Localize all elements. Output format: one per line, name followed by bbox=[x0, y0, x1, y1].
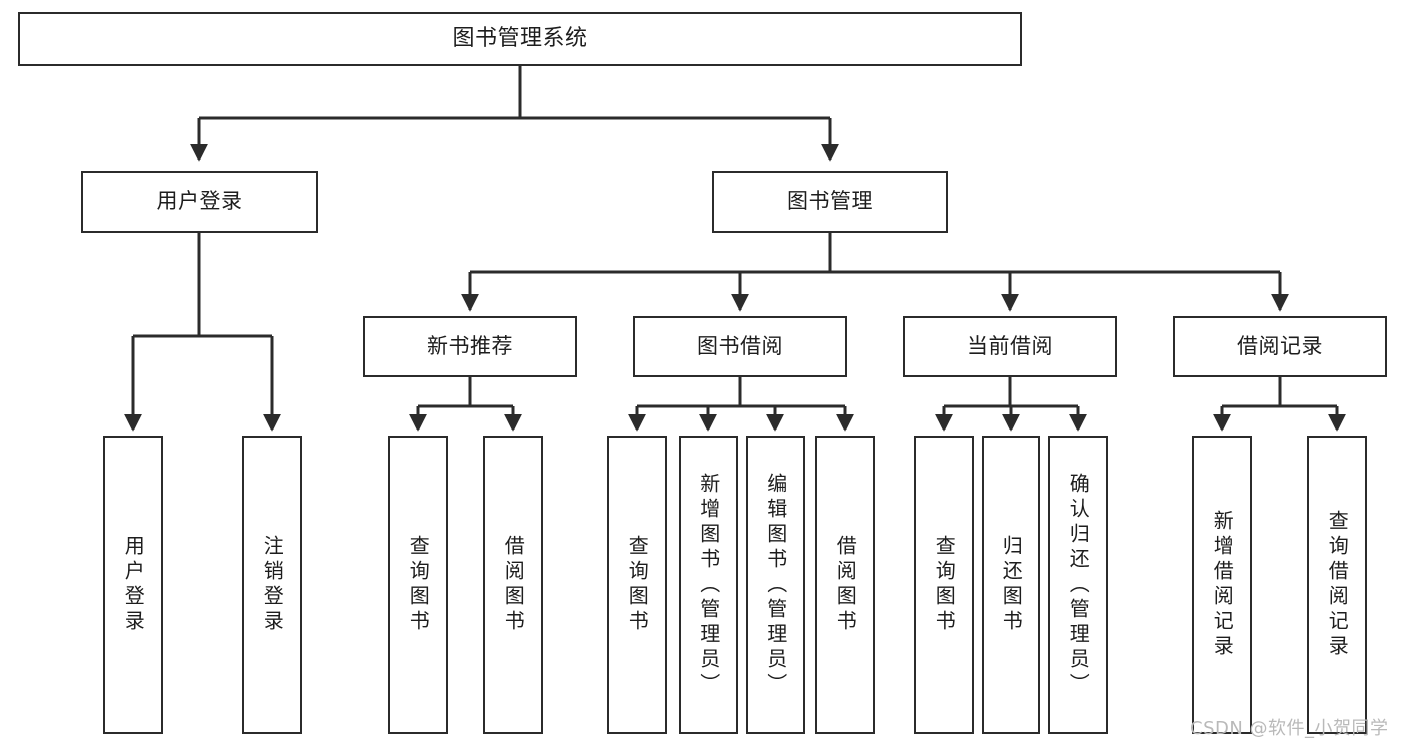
node-label: 借阅记录 bbox=[1237, 333, 1323, 358]
node-borrow-record[interactable]: 借阅记录 bbox=[1173, 316, 1387, 377]
node-label: 用户登录 bbox=[156, 189, 243, 214]
leaf-label: 确认归还（管理员） bbox=[1066, 472, 1091, 698]
node-book-borrow[interactable]: 图书借阅 bbox=[633, 316, 847, 377]
leaf-logout[interactable]: 注销登录 bbox=[242, 436, 302, 734]
leaf-borrow-book[interactable]: 借阅图书 bbox=[815, 436, 875, 734]
node-label: 图书管理系统 bbox=[452, 25, 588, 51]
leaf-add-book-admin[interactable]: 新增图书（管理员） bbox=[679, 436, 738, 734]
node-new-book-recommend[interactable]: 新书推荐 bbox=[363, 316, 577, 377]
leaf-label: 借阅图书 bbox=[501, 535, 526, 635]
leaf-confirm-return-admin[interactable]: 确认归还（管理员） bbox=[1048, 436, 1108, 734]
leaf-return-book[interactable]: 归还图书 bbox=[982, 436, 1040, 734]
leaf-add-borrow-record[interactable]: 新增借阅记录 bbox=[1192, 436, 1252, 734]
node-label: 图书管理 bbox=[787, 189, 873, 214]
node-current-borrow[interactable]: 当前借阅 bbox=[903, 316, 1117, 377]
leaf-label: 编辑图书（管理员） bbox=[763, 472, 788, 698]
node-root-system[interactable]: 图书管理系统 bbox=[18, 12, 1022, 66]
leaf-query-borrow-record[interactable]: 查询借阅记录 bbox=[1307, 436, 1367, 734]
leaf-label: 新增图书（管理员） bbox=[696, 472, 721, 698]
node-label: 当前借阅 bbox=[967, 333, 1053, 358]
node-user-login[interactable]: 用户登录 bbox=[81, 171, 318, 233]
leaf-label: 查询图书 bbox=[932, 535, 957, 635]
leaf-label: 用户登录 bbox=[121, 535, 146, 635]
leaf-borrow-book-newbook[interactable]: 借阅图书 bbox=[483, 436, 543, 734]
node-label: 新书推荐 bbox=[427, 333, 513, 358]
leaf-edit-book-admin[interactable]: 编辑图书（管理员） bbox=[746, 436, 805, 734]
leaf-label: 归还图书 bbox=[999, 535, 1024, 635]
leaf-query-book-newbook[interactable]: 查询图书 bbox=[388, 436, 448, 734]
leaf-label: 查询图书 bbox=[406, 535, 431, 635]
leaf-query-book-current[interactable]: 查询图书 bbox=[914, 436, 974, 734]
leaf-label: 注销登录 bbox=[260, 535, 285, 635]
leaf-label: 查询图书 bbox=[625, 535, 650, 635]
leaf-label: 借阅图书 bbox=[833, 535, 858, 635]
leaf-user-login[interactable]: 用户登录 bbox=[103, 436, 163, 734]
node-label: 图书借阅 bbox=[697, 333, 783, 358]
leaf-label: 查询借阅记录 bbox=[1325, 510, 1350, 660]
leaf-query-book-borrow[interactable]: 查询图书 bbox=[607, 436, 667, 734]
node-book-management[interactable]: 图书管理 bbox=[712, 171, 948, 233]
leaf-label: 新增借阅记录 bbox=[1210, 510, 1235, 660]
